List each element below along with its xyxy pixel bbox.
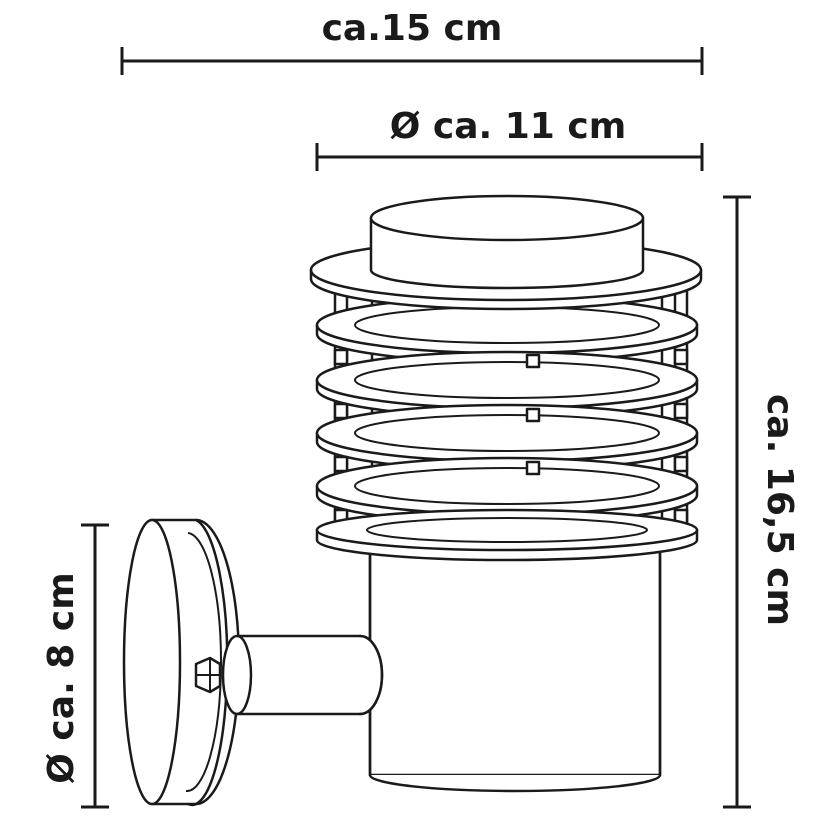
dimension-width-overall-label: ca.15 cm (322, 8, 503, 49)
dimension-shade-diameter-label: Ø ca. 11 cm (390, 106, 626, 147)
dimension-width-overall: ca.15 cm (120, 8, 704, 75)
top-cap (369, 194, 645, 290)
dimension-mount-diameter-label: Ø ca. 8 cm (41, 572, 82, 783)
dimension-shade-diameter: Ø ca. 11 cm (315, 106, 704, 171)
dimension-mount-diameter: Ø ca. 8 cm (41, 523, 109, 809)
bottom-collar (315, 508, 699, 562)
cage-rings (315, 295, 699, 525)
cage-ring (315, 295, 699, 364)
mounting-arm (221, 634, 384, 716)
lamp-body-cylinder (368, 528, 662, 793)
set-screw-nut (194, 656, 222, 694)
dimension-height-label: ca. 16,5 cm (759, 394, 800, 626)
dimension-height: ca. 16,5 cm (723, 195, 800, 809)
wall-mount-plate (122, 518, 241, 807)
